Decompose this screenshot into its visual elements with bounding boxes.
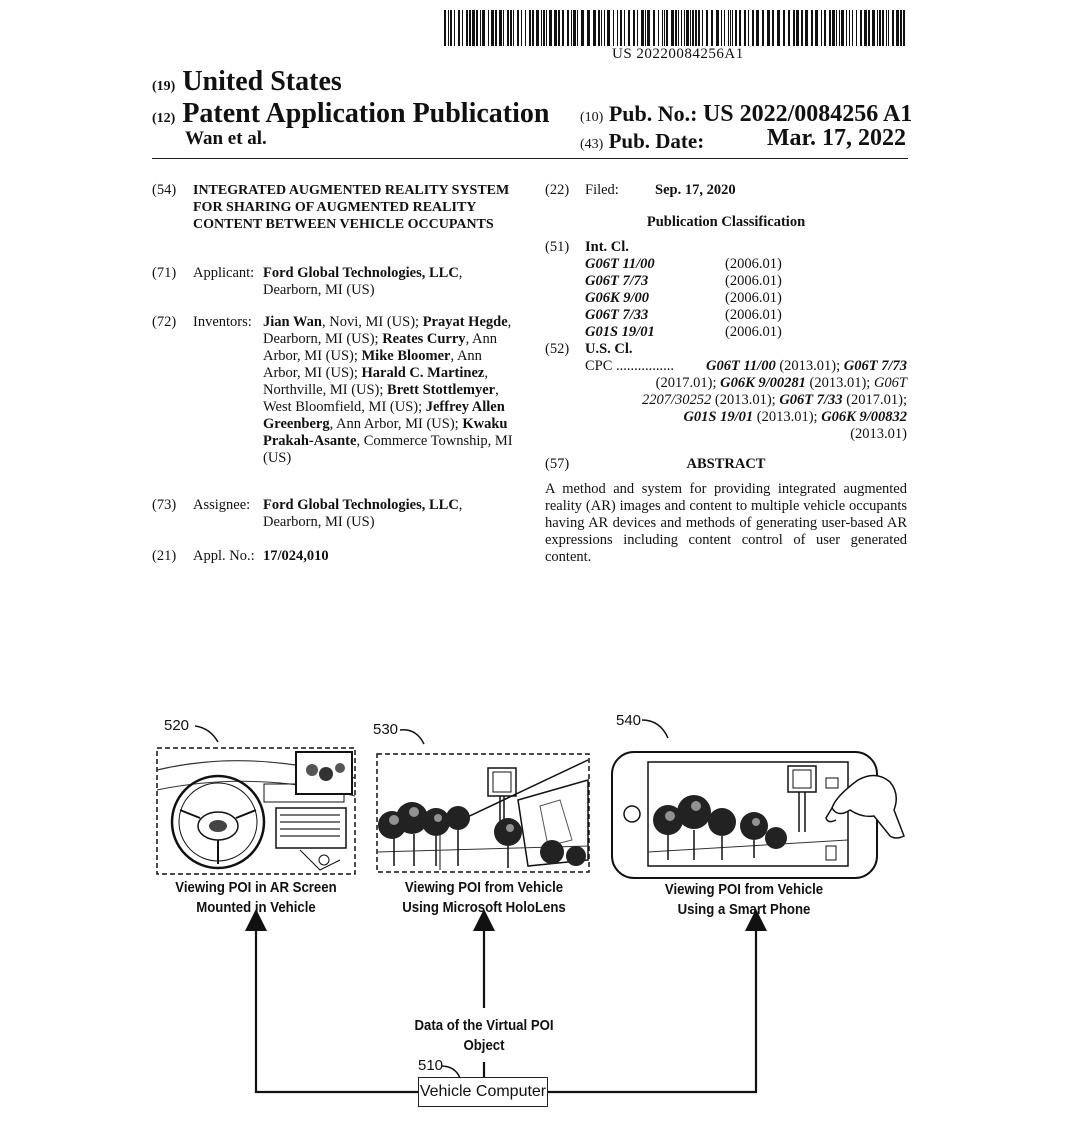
- label-530: Viewing POI from Vehicle Using Microsoft…: [378, 878, 589, 918]
- leader-540: [642, 720, 668, 738]
- data-label-line1: Data of the Virtual POI: [378, 1016, 589, 1036]
- ref-530: 530: [373, 721, 398, 738]
- label-540: Viewing POI from Vehicle Using a Smart P…: [638, 880, 849, 920]
- data-label: Data of the Virtual POI Object: [378, 1016, 589, 1056]
- label-540-line1: Viewing POI from Vehicle: [638, 880, 849, 900]
- label-520: Viewing POI in AR Screen Mounted in Vehi…: [150, 878, 361, 918]
- arrow-to-540: [548, 920, 756, 1092]
- ref-520: 520: [164, 717, 189, 734]
- leader-530: [400, 730, 424, 744]
- label-530-line1: Viewing POI from Vehicle: [378, 878, 589, 898]
- leader-520: [195, 726, 218, 742]
- data-label-line2: Object: [378, 1036, 589, 1056]
- label-520-line2: Mounted in Vehicle: [150, 898, 361, 918]
- arrow-to-520: [256, 920, 418, 1092]
- dashboard-illustration: [157, 748, 355, 874]
- label-530-line2: Using Microsoft HoloLens: [378, 898, 589, 918]
- smartphone-illustration: [612, 752, 904, 878]
- label-540-line2: Using a Smart Phone: [638, 900, 849, 920]
- hololens-illustration: [377, 754, 589, 872]
- ref-510: 510: [418, 1057, 443, 1074]
- label-520-line1: Viewing POI in AR Screen: [150, 878, 361, 898]
- ref-540: 540: [616, 712, 641, 729]
- vehicle-computer-box: Vehicle Computer: [418, 1077, 548, 1107]
